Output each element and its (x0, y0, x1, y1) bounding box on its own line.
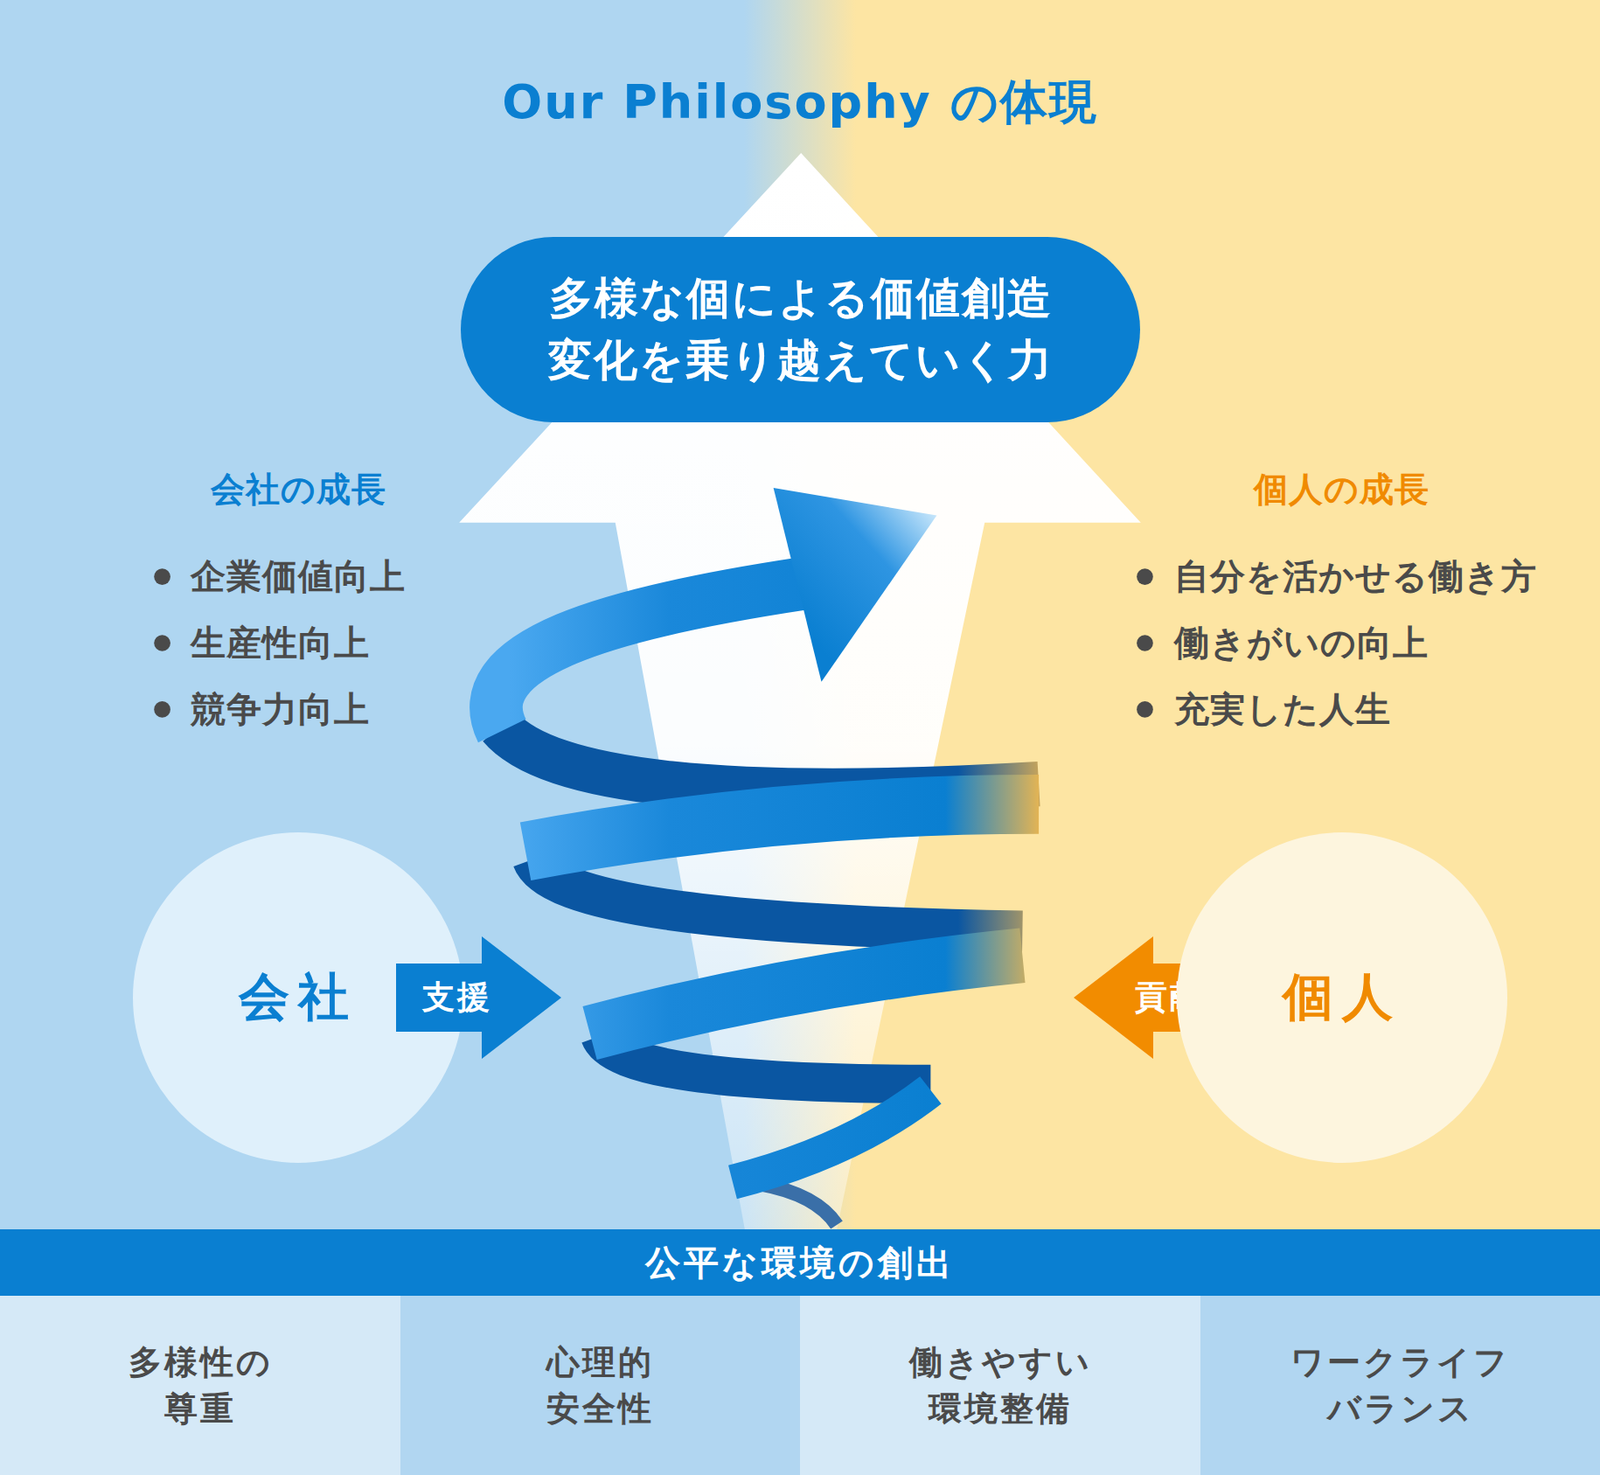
node-text: 心理的 安全性 (546, 1339, 654, 1432)
spiral-ribbon (495, 487, 1039, 1225)
node-text: ワークライフ バランス (1290, 1339, 1510, 1432)
arrow-polygon (396, 936, 562, 1059)
bullet-item: 生産性向上 (190, 619, 370, 668)
support-arrow: 支援 (396, 936, 562, 1059)
section-heading: 個人の成長 (1253, 466, 1430, 514)
node-text: 公平な環境の創出 (645, 1241, 955, 1284)
bullet-item: 自分を活かせる働き方 (1174, 552, 1538, 601)
bullet-item: 競争力向上 (190, 685, 370, 734)
node-text: 働きやすい 環境整備 (909, 1339, 1093, 1432)
diagram-title: Our Philosophy の体現 (501, 69, 1098, 134)
section-heading: 会社の成長 (210, 466, 387, 514)
bullet-item: 働きがいの向上 (1174, 619, 1429, 668)
bullet-item: 企業価値向上 (190, 552, 406, 601)
node-text: 会社 (238, 966, 358, 1029)
bullet-item: 充実した人生 (1174, 685, 1392, 734)
foundation-cell: 多様性の 尊重 (0, 1295, 401, 1475)
value-pill: 多様な個による価値創造 変化を乗り越えていく力 (460, 236, 1141, 423)
node-text: 支援 (422, 978, 493, 1017)
foundation-cell: 心理的 安全性 (400, 1295, 800, 1475)
foundation-cell: ワークライフ バランス (1200, 1295, 1600, 1475)
growth-arrow (459, 153, 1141, 1231)
foundation-band: 公平な環境の創出 (0, 1229, 1600, 1296)
node-text: 個人 (1282, 966, 1402, 1029)
individual-circle: 個人 (1176, 832, 1508, 1163)
node-text: 多様性の 尊重 (128, 1339, 273, 1432)
foundation-cell: 働きやすい 環境整備 (800, 1295, 1201, 1475)
node-text: 多様な個による価値創造 変化を乗り越えていく力 (548, 267, 1054, 392)
